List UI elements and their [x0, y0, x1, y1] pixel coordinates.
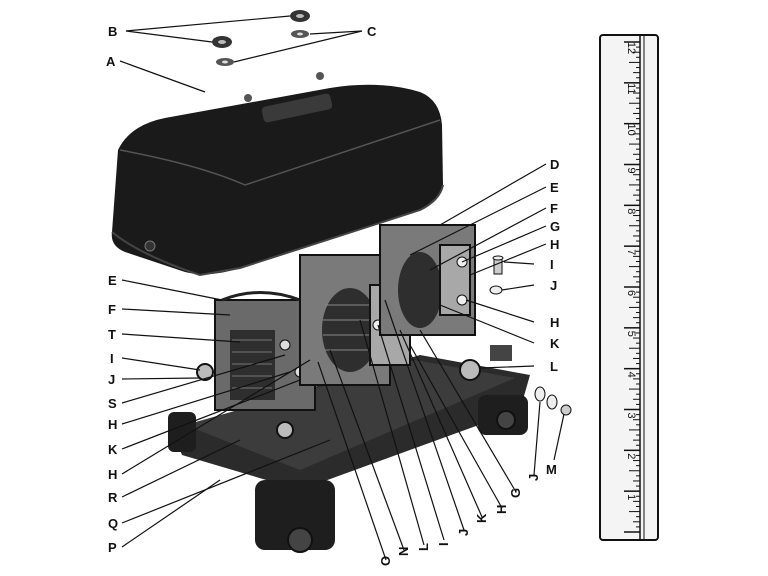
callout-k-bottom: K — [474, 513, 489, 523]
ruler-ticks — [624, 41, 640, 533]
ruler-number: 7 — [625, 249, 637, 255]
ruler-number: 1 — [625, 494, 637, 500]
callout-m: M — [546, 462, 557, 477]
ruler-number: 10 — [625, 124, 637, 136]
ruler-number: 3 — [625, 412, 637, 418]
callout-p: P — [108, 540, 117, 555]
callout-g-bottom: G — [508, 488, 523, 498]
callout-j-bottom: J — [456, 529, 471, 536]
callout-r: R — [108, 490, 118, 505]
ruler-number: 8 — [625, 208, 637, 214]
callout-l-bottom: L — [416, 543, 431, 551]
leader-lines — [119, 15, 565, 561]
callout-j-left: J — [108, 372, 115, 387]
ruler-number: 9 — [625, 167, 637, 173]
ruler-number: 5 — [625, 331, 637, 337]
callout-j-right: J — [550, 278, 557, 293]
callout-h-left-lower: H — [108, 467, 117, 482]
callout-e-left: E — [108, 273, 117, 288]
callout-i-bottom: I — [436, 542, 451, 546]
callout-labels: B C A D E F G H I J H K L M E F T I J S … — [106, 24, 560, 566]
callout-g-right: G — [550, 219, 560, 234]
callout-f-left: F — [108, 302, 116, 317]
callout-a: A — [106, 54, 116, 69]
callout-k-right: K — [550, 336, 560, 351]
callout-h-left: H — [108, 417, 117, 432]
callout-h-right: H — [550, 237, 559, 252]
callout-l-right: L — [550, 359, 558, 374]
callout-h-right-lower: H — [550, 315, 559, 330]
regulator-base — [168, 355, 530, 553]
loose-screws-and-washers — [489, 255, 572, 416]
callout-h-bottom: H — [494, 505, 509, 514]
callout-q: Q — [108, 516, 118, 531]
callout-s: S — [108, 396, 117, 411]
callout-n: N — [396, 547, 411, 556]
ruler-number: 4 — [625, 372, 637, 378]
callout-k-left: K — [108, 442, 118, 457]
callout-d: D — [550, 157, 559, 172]
callout-b: B — [108, 24, 117, 39]
ruler-number: 12 — [625, 42, 637, 54]
callout-j-bottom-right: J — [526, 474, 541, 481]
callout-f-right: F — [550, 201, 558, 216]
ruler-number: 6 — [625, 290, 637, 296]
voltage-regulator-relay — [379, 224, 512, 381]
regulator-cover — [111, 72, 444, 277]
callout-t: T — [108, 327, 116, 342]
callout-i-left: I — [110, 351, 114, 366]
callout-e-right: E — [550, 180, 559, 195]
callout-c: C — [367, 24, 377, 39]
callout-o: O — [378, 556, 393, 566]
callout-i-right: I — [550, 257, 554, 272]
ruler-number: 2 — [625, 453, 637, 459]
cover-nuts-and-washers — [212, 10, 310, 66]
ruler-number: 11 — [625, 83, 637, 94]
